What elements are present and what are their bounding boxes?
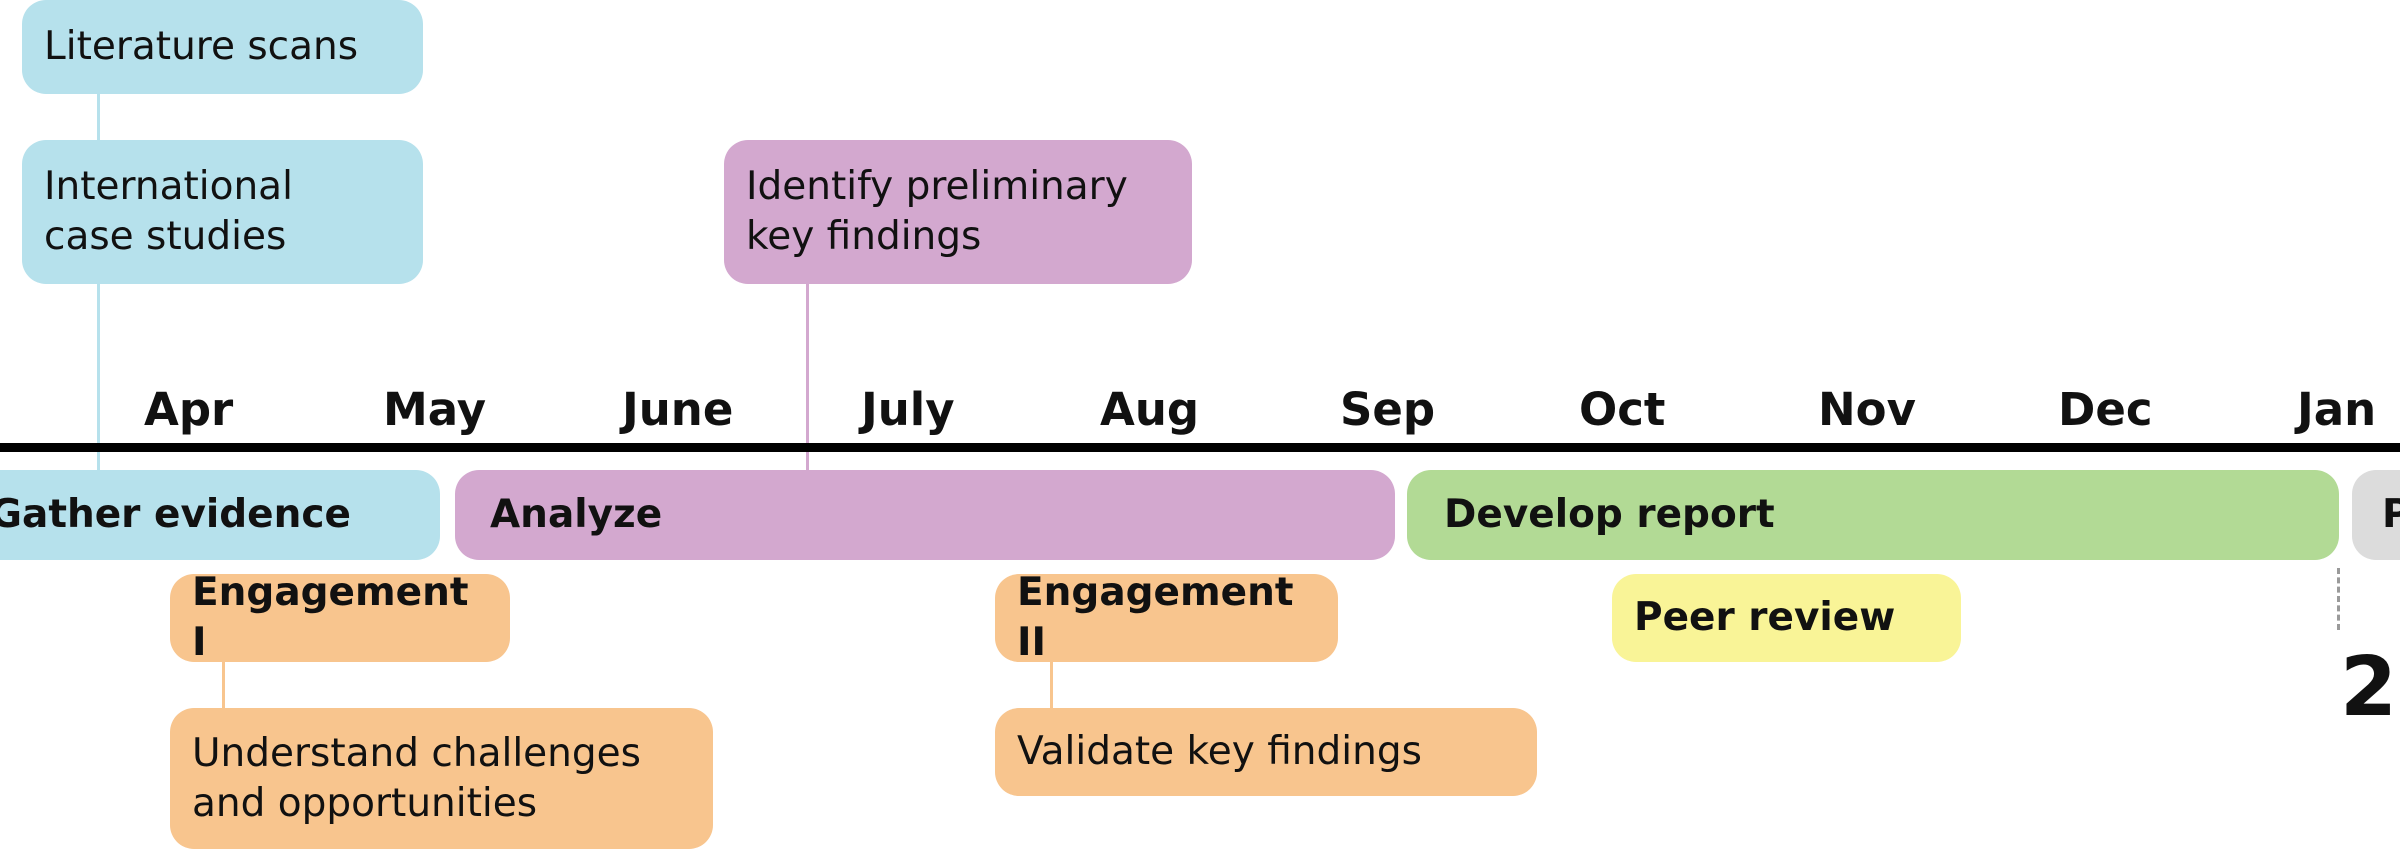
year-label: 20 [2340,640,2400,735]
phase-develop-report-label: Develop report [1444,492,1775,537]
connector-engagement-2 [1050,660,1053,710]
task-peer-review: Peer review [1612,574,1961,662]
task-literature-scans-label: Literature scans [44,24,359,69]
task-international-case-studies-label: International case studies [44,164,293,259]
task-international-case-studies: International case studies [22,140,423,284]
month-label: Jan [2297,383,2377,436]
phase-next: P [2352,470,2400,560]
month-label: July [861,383,955,436]
task-engagement-2-label: Engagement II [1017,570,1294,665]
phase-analyze-label: Analyze [490,492,663,537]
year-divider [2337,568,2340,630]
connector-case-studies [97,282,100,472]
task-validate-findings: Validate key findings [995,708,1537,796]
task-identify-preliminary: Identify preliminary key findings [724,140,1192,284]
task-engagement-2: Engagement II [995,570,1338,665]
month-label: Sep [1340,383,1436,436]
phase-analyze: Analyze [455,470,1395,560]
month-label: Oct [1579,383,1666,436]
task-understand-challenges: Understand challenges and opportunities [170,708,713,849]
phase-next-label: P [2382,492,2400,537]
phase-gather-evidence: Gather evidence [0,470,440,560]
connector-literature [97,92,100,142]
phase-gather-evidence-label: Gather evidence [0,492,351,537]
month-label: Nov [1818,383,1916,436]
month-label: May [383,383,487,436]
phase-develop-report: Develop report [1407,470,2339,560]
task-peer-review-label: Peer review [1634,595,1896,640]
task-literature-scans: Literature scans [22,0,423,94]
task-understand-challenges-label: Understand challenges and opportunities [192,730,641,826]
month-label: Aug [1100,383,1200,436]
month-label: June [622,383,734,436]
month-label: Dec [2058,383,2153,436]
task-engagement-1-label: Engagement I [192,570,469,665]
month-label: Apr [144,383,234,436]
task-engagement-1: Engagement I [170,570,510,665]
task-identify-preliminary-label: Identify preliminary key findings [746,164,1128,259]
connector-preliminary [806,282,809,472]
timeline-axis [0,443,2400,452]
task-validate-findings-label: Validate key findings [1017,729,1422,774]
connector-engagement-1 [222,660,225,710]
